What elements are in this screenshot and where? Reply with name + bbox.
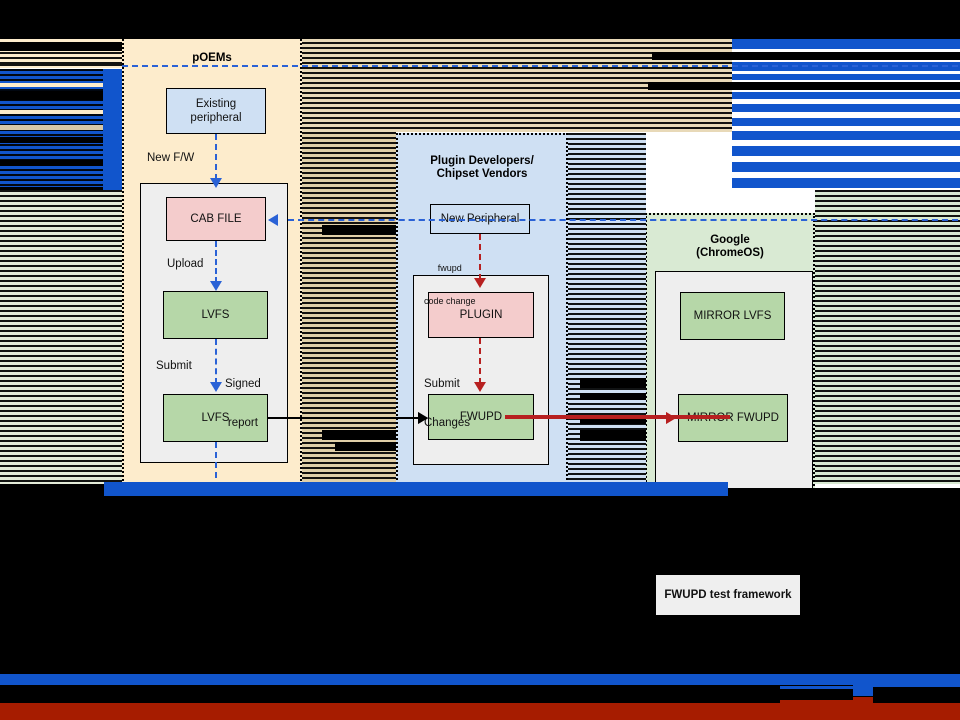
glitch-scanband [815, 190, 960, 484]
glitch-bar [732, 146, 960, 156]
arrowhead-cab-to-lvfs [210, 281, 222, 291]
edge-label-upload: Upload [167, 258, 204, 270]
node-plugin[interactable]: PLUGIN [428, 292, 534, 338]
glitch-bar [732, 162, 960, 172]
edge-label-submit: Submit [156, 360, 192, 372]
arrowhead-fwupd-to-mirror-fwupd-overlay [666, 412, 676, 424]
glitch-scanband [568, 133, 646, 484]
glitch-bar [302, 30, 396, 38]
glitch-bar [0, 42, 122, 51]
glitch-bar [0, 91, 122, 100]
fwupd-test-framework-text: FWUPD test framework [664, 589, 792, 601]
glitch-bar [732, 39, 960, 49]
edge-label-fwupd-code-change: fwupd code change [424, 241, 476, 329]
arrowhead-plugin-to-fwupd [474, 382, 486, 392]
edge-label-fwupd-code-change-line2: code change [424, 296, 476, 306]
glitch-bar [322, 430, 396, 440]
edge-label-submit-changes-line2: Changes [424, 417, 471, 429]
fwupd-test-framework-label: FWUPD test framework [656, 575, 800, 615]
glitch-bar [0, 479, 122, 488]
glitch-scanband [103, 214, 122, 484]
glitch-scanband [0, 214, 122, 484]
arrowhead-newperipheral-to-plugin [474, 278, 486, 288]
glitch-bar [580, 378, 646, 388]
edge-label-submit-changes-line1: Submit [424, 378, 460, 390]
edge-label-signed-report: Signed report [225, 352, 261, 456]
node-existing-peripheral-line1: Existing [195, 98, 237, 110]
node-existing-peripheral-line2: peripheral [190, 112, 242, 124]
node-mirror-fwupd-label: MIRROR FWUPD [687, 412, 779, 424]
edge-label-signed-report-line2: report [227, 417, 258, 429]
glitch-bar [104, 488, 728, 496]
glitch-bar [732, 178, 960, 188]
edge-label-new-fw: New F/W [147, 152, 195, 164]
connector-lvfs-downstream [215, 442, 217, 488]
node-lvfs-submit-label: LVFS [201, 412, 230, 424]
connector-fwupd-to-mirror-fwupd-overlay [534, 417, 672, 419]
lane-google-title-line1: Google [710, 234, 750, 246]
arrowhead-into-cab-file [268, 214, 278, 226]
legend-blue-line [780, 686, 870, 689]
node-mirror-lvfs[interactable]: MIRROR LVFS [680, 292, 785, 340]
edge-label-signed-report-line1: Signed [225, 378, 261, 390]
arrowhead-lvfs-to-lvfs [210, 382, 222, 392]
edge-label-submit-changes: Submit Changes [424, 352, 470, 456]
node-lvfs-submit[interactable]: LVFS [163, 394, 268, 442]
glitch-bar [732, 92, 960, 99]
lane-poems-title: pOEMs [192, 52, 232, 64]
legend-blue-bar [0, 674, 960, 685]
glitch-bar [732, 131, 960, 140]
connector-newperipheral-to-plugin [479, 234, 481, 280]
glitch-bar [0, 187, 122, 193]
arrowhead-existing-to-cab [210, 178, 222, 188]
glitch-bar [648, 82, 960, 90]
glitch-bar [732, 74, 960, 80]
glitch-bar [580, 430, 646, 441]
node-mirror-fwupd[interactable]: MIRROR FWUPD [678, 394, 788, 442]
glitch-bar [103, 69, 122, 211]
rail-top-blue-dashed-overlay [122, 65, 958, 67]
arrowhead-lvfs-to-fwupd-overlay [418, 412, 428, 424]
connector-cab-to-lvfs [215, 241, 217, 283]
node-fwupd-label: FWUPD [459, 411, 503, 423]
node-plugin-label: PLUGIN [459, 309, 503, 321]
node-mirror-lvfs-label: MIRROR LVFS [693, 310, 772, 322]
glitch-bar [0, 110, 122, 114]
node-cab-file[interactable]: CAB FILE [166, 197, 266, 241]
glitch-scanband [0, 32, 122, 64]
glitch-bar [0, 30, 122, 40]
glitch-scanband [0, 64, 122, 68]
lane-google-title-line2: (ChromeOS) [696, 247, 764, 259]
lane-plugin-title-line2: Chipset Vendors [436, 168, 528, 180]
connector-lvfs-to-lvfs [215, 339, 217, 384]
legend-red-line [780, 700, 870, 703]
glitch-bar [0, 125, 122, 130]
connector-lvfs-to-fwupd-overlay [268, 417, 420, 419]
legend-red-bar [0, 703, 960, 720]
glitch-bar [0, 137, 122, 143]
glitch-bar [0, 83, 122, 87]
node-lvfs-upload-label: LVFS [201, 309, 230, 321]
glitch-bar [322, 225, 396, 235]
connector-plugin-to-fwupd [479, 338, 481, 384]
glitch-bar [335, 442, 396, 451]
glitch-bar [732, 104, 960, 112]
glitch-bar [0, 160, 122, 166]
rail-mid-blue-dashed-overlay [288, 219, 958, 221]
glitch-scanband [302, 32, 732, 132]
glitch-scanband [0, 190, 122, 484]
diagram-canvas: pOEMs Plugin Developers/ Chipset Vendors… [0, 30, 960, 488]
glitch-bar [580, 393, 646, 400]
edge-label-fwupd-code-change-line1: fwupd [437, 263, 462, 273]
node-existing-peripheral[interactable]: Existing peripheral [166, 88, 266, 134]
glitch-bar [732, 118, 960, 126]
connector-existing-to-cab [215, 134, 217, 180]
glitch-scanband [0, 69, 122, 214]
lane-plugin-title-line1: Plugin Developers/ [430, 155, 534, 167]
glitch-bar [652, 52, 960, 60]
node-lvfs-upload[interactable]: LVFS [163, 291, 268, 339]
node-cab-file-label: CAB FILE [190, 213, 242, 225]
